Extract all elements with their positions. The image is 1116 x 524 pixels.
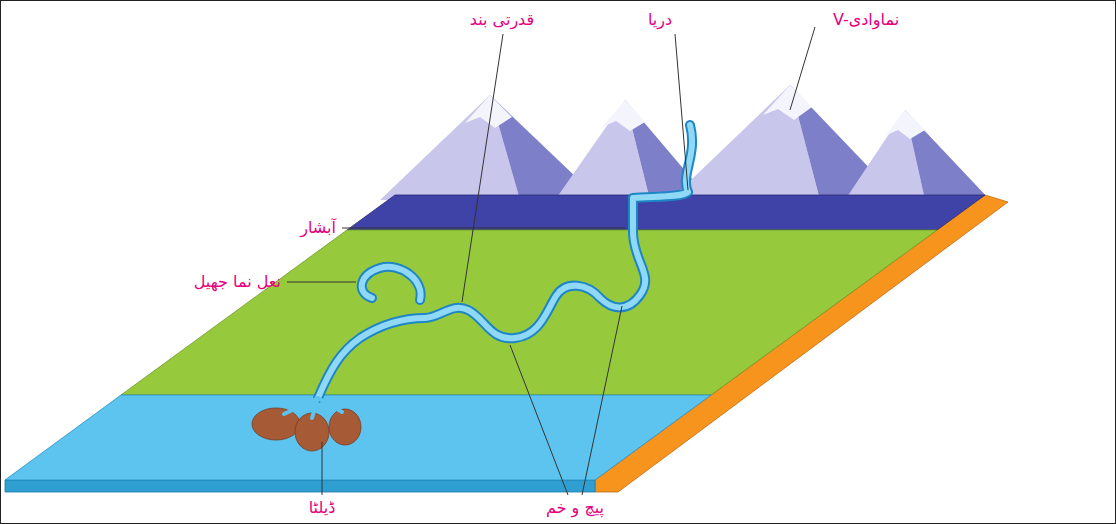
oxbow-outline xyxy=(362,267,421,300)
river xyxy=(284,125,692,418)
part-label: V-نماوادی xyxy=(833,10,899,31)
sea xyxy=(5,395,711,480)
leader-line xyxy=(582,306,622,495)
delta-lobe xyxy=(252,408,300,440)
snow-cap xyxy=(602,100,645,131)
leader-line xyxy=(342,228,626,229)
slab-front xyxy=(5,480,595,492)
part-label: پیچ و خم xyxy=(546,498,604,519)
part-label: ڈیلٹا xyxy=(309,498,336,519)
leader-line xyxy=(287,282,356,283)
oxbow-lake xyxy=(362,267,421,300)
delta-lobe xyxy=(329,409,361,445)
river-outline xyxy=(318,125,692,398)
leader-line xyxy=(790,27,815,110)
mountain-face xyxy=(555,100,650,200)
flood-plain xyxy=(121,230,937,395)
leader-line xyxy=(510,345,568,495)
leader-line xyxy=(675,34,688,190)
delta xyxy=(252,408,361,451)
leader-line xyxy=(322,442,323,495)
snow-cap xyxy=(465,95,512,128)
part-label: قدرتی بند xyxy=(470,10,534,31)
part-label: دریا xyxy=(648,10,672,31)
part-label: نعل نما جھیل xyxy=(194,272,281,293)
snow-cap xyxy=(885,110,925,139)
leader-lines xyxy=(287,27,815,495)
river-water xyxy=(318,125,692,398)
part-label: آبشار xyxy=(300,218,336,239)
leader-line xyxy=(462,34,503,302)
delta-channel xyxy=(284,398,342,418)
mountain-face xyxy=(845,110,925,200)
snow-cap xyxy=(763,85,812,120)
mountain-face xyxy=(380,95,520,200)
